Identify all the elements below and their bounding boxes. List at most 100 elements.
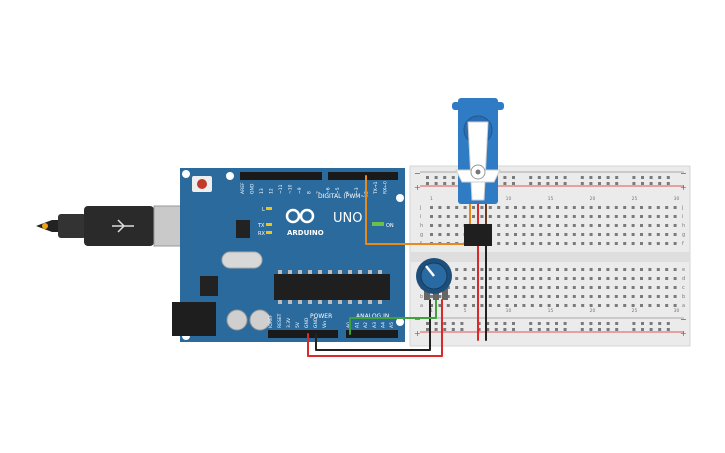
- breadboard-hole[interactable]: [434, 176, 438, 179]
- breadboard-hole[interactable]: [438, 304, 442, 307]
- wires[interactable]: [307, 175, 487, 357]
- breadboard-hole[interactable]: [455, 215, 459, 218]
- breadboard-hole[interactable]: [614, 233, 618, 236]
- breadboard-hole[interactable]: [673, 215, 677, 218]
- breadboard-hole[interactable]: [546, 176, 550, 179]
- breadboard-hole[interactable]: [564, 295, 568, 298]
- breadboard-hole[interactable]: [529, 328, 533, 331]
- breadboard-hole[interactable]: [505, 286, 509, 289]
- breadboard-hole[interactable]: [547, 233, 551, 236]
- breadboard-hole[interactable]: [648, 268, 652, 271]
- breadboard-hole[interactable]: [598, 242, 601, 245]
- breadboard-hole[interactable]: [488, 295, 492, 298]
- breadboard-hole[interactable]: [488, 206, 492, 209]
- breadboard-hole[interactable]: [505, 268, 509, 271]
- breadboard-hole[interactable]: [658, 182, 662, 185]
- breadboard-hole[interactable]: [580, 176, 584, 179]
- breadboard-hole[interactable]: [665, 277, 669, 280]
- breadboard-hole[interactable]: [614, 268, 618, 271]
- breadboard-hole[interactable]: [564, 242, 568, 245]
- digital-header-left[interactable]: [240, 172, 322, 180]
- breadboard-hole[interactable]: [564, 277, 568, 280]
- breadboard-hole[interactable]: [477, 322, 481, 325]
- breadboard-hole[interactable]: [430, 233, 433, 236]
- breadboard-hole[interactable]: [581, 242, 585, 245]
- breadboard-hole[interactable]: [480, 286, 484, 289]
- breadboard-hole[interactable]: [446, 304, 450, 307]
- breadboard-hole[interactable]: [530, 242, 534, 245]
- breadboard-hole[interactable]: [572, 268, 576, 271]
- breadboard-hole[interactable]: [503, 322, 507, 325]
- breadboard-hole[interactable]: [673, 242, 677, 245]
- breadboard-hole[interactable]: [649, 322, 653, 325]
- servo-connector[interactable]: [464, 224, 492, 246]
- breadboard-hole[interactable]: [641, 322, 644, 325]
- breadboard-hole[interactable]: [640, 304, 643, 307]
- breadboard-hole[interactable]: [656, 295, 660, 298]
- breadboard-hole[interactable]: [656, 224, 660, 227]
- breadboard-hole[interactable]: [606, 233, 610, 236]
- breadboard-hole[interactable]: [614, 304, 618, 307]
- breadboard-hole[interactable]: [564, 215, 568, 218]
- breadboard-hole[interactable]: [530, 268, 534, 271]
- breadboard-hole[interactable]: [455, 268, 459, 271]
- breadboard-hole[interactable]: [641, 328, 644, 331]
- breadboard-hole[interactable]: [673, 286, 677, 289]
- breadboard-hole[interactable]: [463, 206, 467, 209]
- breadboard-hole[interactable]: [564, 286, 568, 289]
- breadboard-hole[interactable]: [623, 215, 627, 218]
- breadboard-hole[interactable]: [512, 176, 515, 179]
- breadboard-hole[interactable]: [581, 277, 585, 280]
- breadboard-hole[interactable]: [539, 206, 543, 209]
- breadboard-hole[interactable]: [529, 322, 533, 325]
- breadboard-hole[interactable]: [537, 328, 541, 331]
- breadboard-hole[interactable]: [434, 182, 438, 185]
- breadboard-hole[interactable]: [581, 304, 585, 307]
- breadboard-hole[interactable]: [556, 215, 559, 218]
- breadboard-hole[interactable]: [563, 176, 567, 179]
- breadboard-hole[interactable]: [673, 295, 677, 298]
- breadboard-hole[interactable]: [486, 322, 490, 325]
- breadboard-hole[interactable]: [530, 304, 534, 307]
- breadboard-hole[interactable]: [446, 233, 450, 236]
- breadboard-hole[interactable]: [564, 233, 568, 236]
- breadboard-hole[interactable]: [539, 233, 543, 236]
- breadboard-hole[interactable]: [547, 286, 551, 289]
- breadboard-hole[interactable]: [505, 304, 509, 307]
- breadboard-hole[interactable]: [615, 322, 619, 325]
- breadboard-hole[interactable]: [589, 295, 593, 298]
- breadboard-hole[interactable]: [606, 286, 610, 289]
- breadboard-hole[interactable]: [522, 295, 526, 298]
- breadboard-hole[interactable]: [455, 224, 459, 227]
- breadboard-hole[interactable]: [658, 328, 662, 331]
- breadboard-hole[interactable]: [514, 233, 517, 236]
- breadboard-hole[interactable]: [606, 322, 610, 325]
- breadboard-hole[interactable]: [514, 268, 517, 271]
- breadboard-hole[interactable]: [606, 182, 610, 185]
- breadboard-hole[interactable]: [438, 224, 442, 227]
- breadboard-hole[interactable]: [631, 215, 635, 218]
- breadboard-hole[interactable]: [537, 322, 541, 325]
- breadboard-hole[interactable]: [572, 215, 576, 218]
- breadboard-hole[interactable]: [443, 176, 447, 179]
- breadboard-hole[interactable]: [480, 277, 484, 280]
- breadboard-hole[interactable]: [480, 295, 484, 298]
- breadboard-hole[interactable]: [472, 277, 475, 280]
- breadboard-hole[interactable]: [614, 286, 618, 289]
- breadboard-hole[interactable]: [537, 176, 541, 179]
- breadboard-hole[interactable]: [658, 322, 662, 325]
- breadboard-hole[interactable]: [614, 215, 618, 218]
- breadboard-hole[interactable]: [546, 322, 550, 325]
- breadboard-hole[interactable]: [606, 176, 610, 179]
- breadboard-hole[interactable]: [665, 215, 669, 218]
- breadboard-hole[interactable]: [623, 268, 627, 271]
- breadboard-hole[interactable]: [598, 176, 601, 179]
- breadboard-hole[interactable]: [503, 176, 507, 179]
- breadboard-hole[interactable]: [505, 295, 509, 298]
- breadboard-hole[interactable]: [648, 215, 652, 218]
- breadboard-hole[interactable]: [623, 295, 627, 298]
- breadboard-hole[interactable]: [446, 215, 450, 218]
- breadboard-hole[interactable]: [426, 176, 429, 179]
- breadboard-hole[interactable]: [648, 206, 652, 209]
- breadboard-hole[interactable]: [430, 206, 433, 209]
